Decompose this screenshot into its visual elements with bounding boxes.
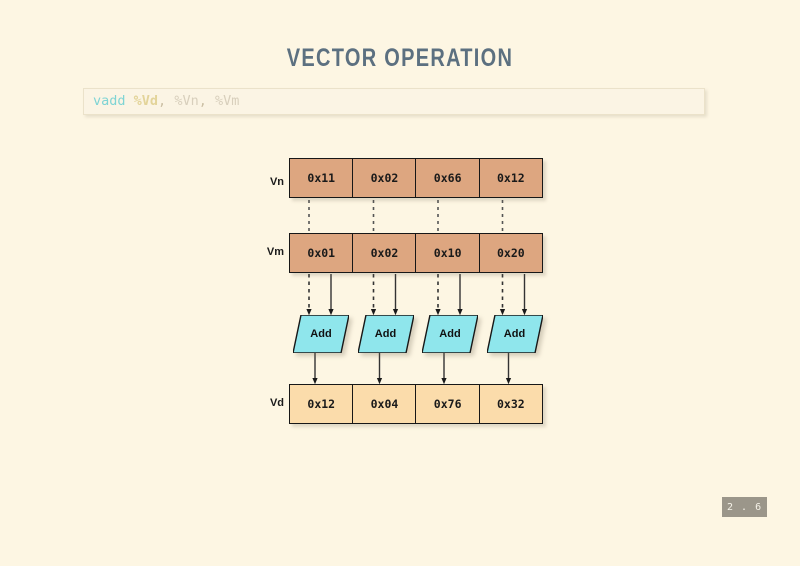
code-token-src1: %Vn [174,92,199,109]
row-label-vm: Vm [266,246,284,258]
vn-cell-2: 0x66 [415,158,480,198]
vector-row-vd: 0x12 0x04 0x76 0x32 [289,384,544,424]
vector-row-vm: 0x01 0x02 0x10 0x20 [289,233,544,273]
page-number-badge: 2 . 6 [722,497,768,517]
vm-cell-3: 0x20 [478,233,544,273]
vd-cell-3: 0x32 [478,384,544,424]
code-comma-2: , [198,92,207,109]
vd-cell-0: 0x12 [289,384,354,424]
vm-cell-2: 0x10 [415,233,480,273]
code-token-dest: %Vd [133,92,159,109]
edges-vn-stub [308,200,504,232]
vd-cell-1: 0x04 [352,384,417,424]
instruction-code-bar: vadd %Vd, %Vn, %Vm [83,88,705,115]
op-shape-3 [486,315,543,353]
vn-cell-0: 0x11 [289,158,354,198]
op-shape-2 [422,315,478,353]
vd-cell-2: 0x76 [415,384,480,424]
edges-vm-to-add [328,274,528,316]
vm-cell-1: 0x02 [352,233,417,273]
page-title: Vector Operation [286,44,514,72]
vector-row-vn: 0x11 0x02 0x66 0x12 [289,158,544,198]
op-shape-1 [357,315,414,353]
code-comma-1: , [158,92,167,109]
instruction-code-text: vadd %Vd, %Vn, %Vm [84,92,240,109]
vn-cell-3: 0x12 [478,158,544,198]
vn-cell-1: 0x02 [352,158,417,198]
edges-add-to-vd [312,353,512,385]
code-token-mnemonic: vadd [93,92,126,109]
row-label-vd: Vd [269,397,284,409]
code-token-src2: %Vm [215,92,240,109]
edges-vn-to-add [306,274,506,316]
vm-cell-0: 0x01 [289,233,354,273]
op-shape-0 [293,315,349,353]
row-label-vn: Vn [269,176,284,188]
